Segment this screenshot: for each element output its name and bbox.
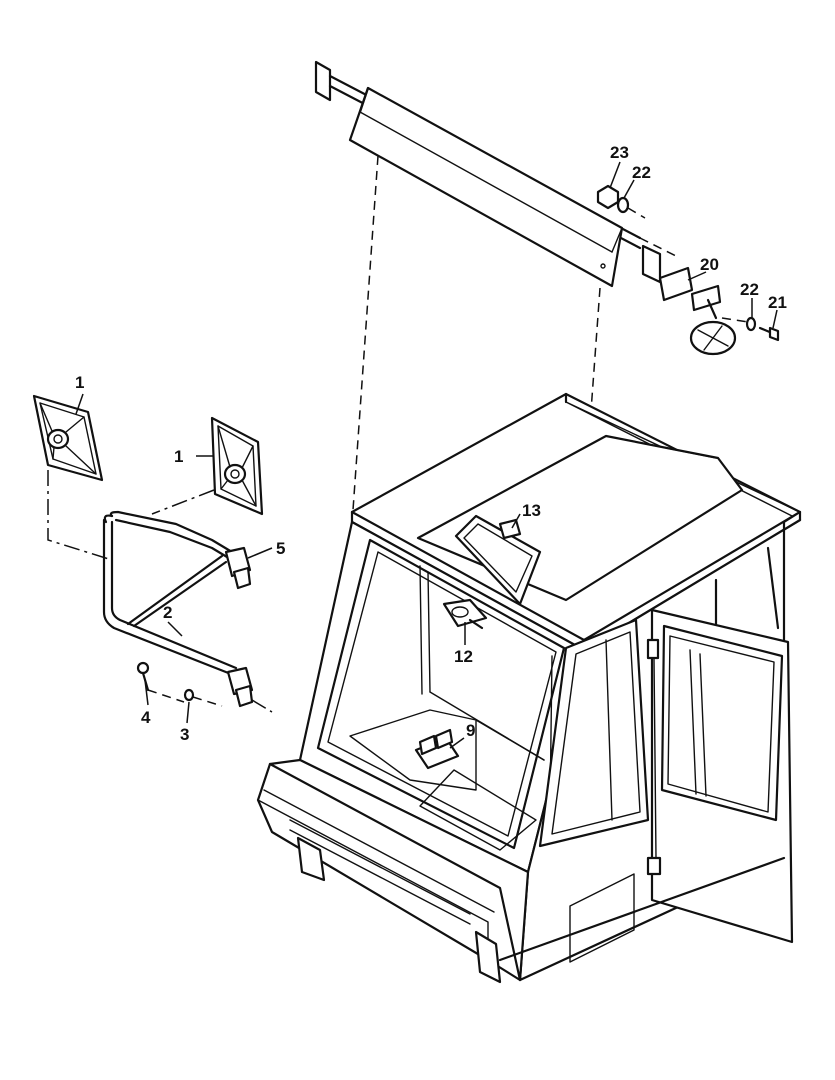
pin-and-washer bbox=[136, 661, 223, 707]
operator-cab bbox=[256, 392, 802, 984]
callout-1-right: 1 bbox=[174, 447, 183, 466]
callout-13: 13 bbox=[522, 501, 541, 520]
callout-1-left: 1 bbox=[75, 373, 84, 392]
mirror-1-left bbox=[32, 394, 104, 482]
callout-20: 20 bbox=[700, 255, 719, 274]
callout-5: 5 bbox=[276, 539, 285, 558]
nut-and-washer bbox=[596, 184, 646, 219]
callout-9: 9 bbox=[466, 721, 475, 740]
callout-23: 23 bbox=[610, 143, 629, 162]
interior-mirror-13 bbox=[454, 514, 542, 606]
callout-22-top: 22 bbox=[632, 163, 651, 182]
dome-light-12 bbox=[442, 598, 488, 630]
mirror-bracket-assembly bbox=[658, 266, 780, 356]
callout-12: 12 bbox=[454, 647, 473, 666]
mirror-arm-frame bbox=[102, 510, 273, 713]
callout-3: 3 bbox=[180, 725, 189, 744]
switch-panel-9 bbox=[414, 728, 460, 770]
sun-visor-assembly bbox=[314, 60, 681, 288]
callout-leaders bbox=[75, 161, 778, 749]
callout-2: 2 bbox=[163, 603, 172, 622]
callout-21: 21 bbox=[768, 293, 787, 312]
callout-22-right: 22 bbox=[740, 280, 759, 299]
mirror-1-right bbox=[210, 416, 264, 516]
callout-4: 4 bbox=[141, 708, 151, 727]
